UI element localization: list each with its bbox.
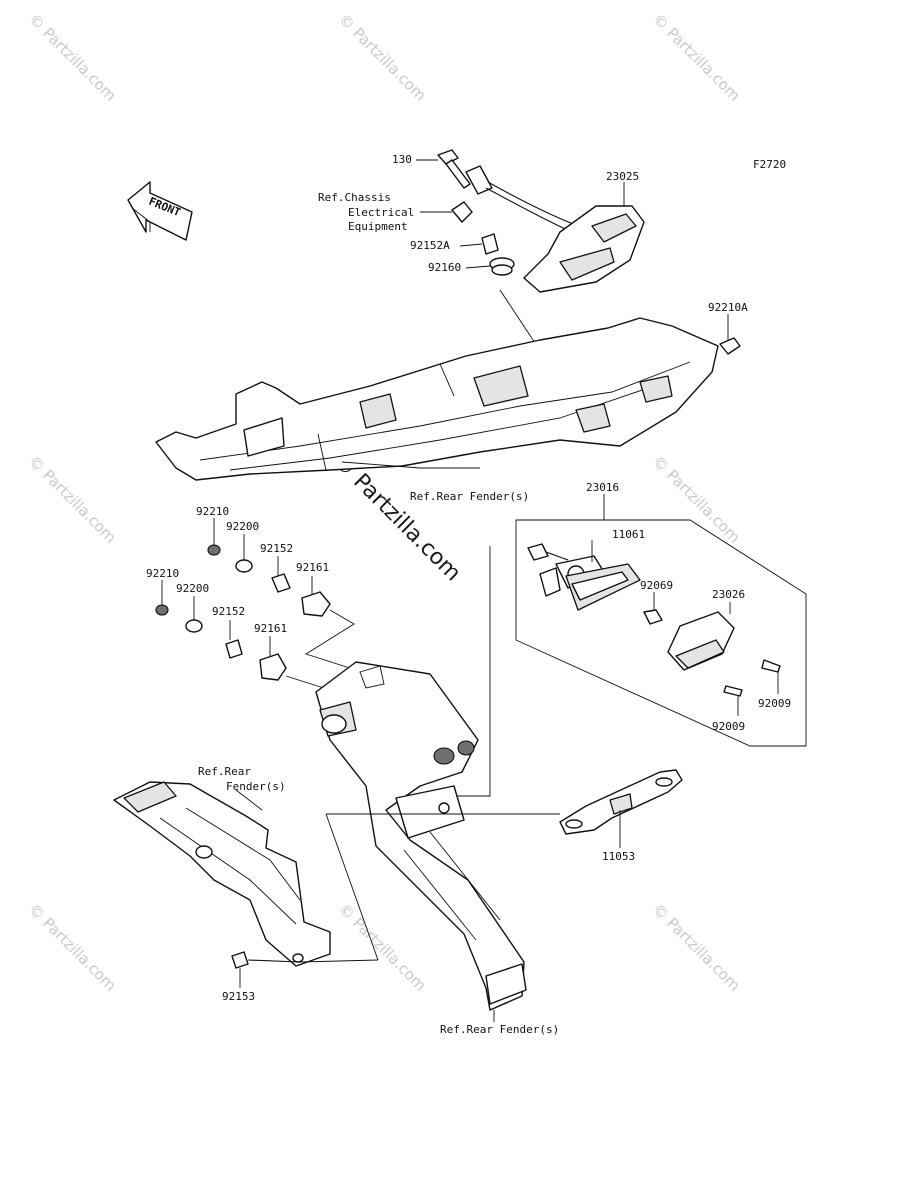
part-label: 92161: [254, 622, 287, 635]
watermark-text: © Partzilla.com: [649, 900, 744, 995]
part-label: 11053: [602, 850, 635, 863]
reference-label: Electrical: [348, 206, 414, 219]
diagram-code: F2720: [753, 158, 786, 171]
part-label: 11061: [612, 528, 645, 541]
bulb-icon: [643, 609, 663, 625]
part-label: 23016: [586, 481, 619, 494]
part-label: 92210: [146, 567, 179, 580]
rivet-icon: [719, 337, 741, 355]
license-light-icon: [527, 543, 641, 611]
bolt-icon: [231, 951, 301, 969]
watermark-text: © Partzilla.com: [25, 900, 120, 995]
part-label: 92009: [758, 697, 791, 710]
lens-cover-icon: [667, 611, 735, 671]
reference-label: Fender(s): [226, 780, 286, 793]
front-arrow-icon: FRONT: [127, 181, 193, 241]
part-label: 92069: [640, 579, 673, 592]
part-label: 92160: [428, 261, 461, 274]
seat-lock-cable-icon: [465, 165, 645, 293]
part-label: 92152: [260, 542, 293, 555]
part-label: 92210: [196, 505, 229, 518]
leader-line: [341, 461, 480, 469]
part-label: 92161: [296, 561, 329, 574]
clip-icon: [451, 201, 473, 223]
rear-fender-icon: [155, 317, 719, 481]
collar-icon: [481, 233, 499, 255]
damper-icon: [259, 591, 331, 681]
screw-icon: [723, 659, 781, 697]
part-label: 92200: [176, 582, 209, 595]
part-label: 23025: [606, 170, 639, 183]
part-label: 92152A: [410, 239, 450, 252]
watermark-text: © Partzilla.com: [25, 452, 120, 547]
part-label: 92009: [712, 720, 745, 733]
leader-line: [299, 959, 379, 963]
nut-icon: [155, 544, 221, 616]
watermark-text: © Partzilla.com: [335, 10, 430, 105]
watermark-text: © Partzilla.com: [335, 900, 430, 995]
group-box: [515, 519, 807, 747]
inner-fender-icon: [113, 781, 331, 967]
plate-bracket-icon: [559, 769, 683, 835]
leader-lines: [161, 159, 779, 988]
part-label: 92152: [212, 605, 245, 618]
reference-label: Ref.Rear Fender(s): [410, 490, 529, 503]
leader-line: [454, 546, 491, 797]
reference-label: Equipment: [348, 220, 408, 233]
reference-label: Ref.Chassis: [318, 191, 391, 204]
collar-icon: [225, 573, 291, 659]
part-label: 92210A: [708, 301, 748, 314]
leader-line: [304, 609, 357, 671]
reference-label: Ref.Rear: [198, 765, 251, 778]
watermark-text: © Partzilla.com: [649, 452, 744, 547]
part-label: 92200: [226, 520, 259, 533]
leader-line: [325, 813, 379, 961]
part-label: 92153: [222, 990, 255, 1003]
watermark-text: © Partzilla.com: [25, 10, 120, 105]
tail-bracket-icon: [315, 661, 527, 1011]
bolt-icon: [437, 149, 471, 189]
part-label: 130: [392, 153, 412, 166]
washer-icon: [185, 559, 253, 633]
watermark-text: © Partzilla.com: [649, 10, 744, 105]
grommet-icon: [489, 257, 515, 276]
part-label: 23026: [712, 588, 745, 601]
reference-label: Ref.Rear Fender(s): [440, 1023, 559, 1036]
part-labels: 130 23025 Ref.Chassis Electrical Equipme…: [146, 153, 791, 1036]
